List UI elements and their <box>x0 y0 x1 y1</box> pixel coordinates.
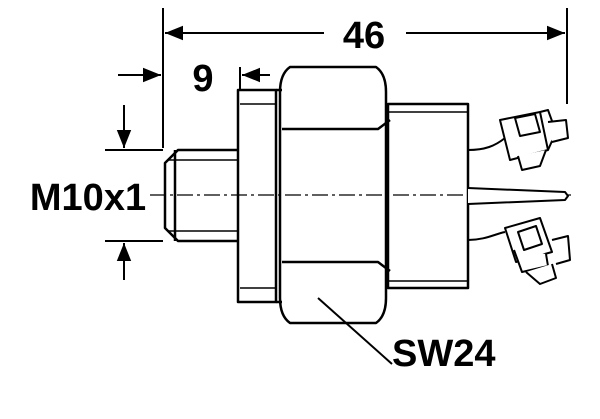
wrench-size-label: SW24 <box>392 333 495 375</box>
terminals <box>467 109 571 285</box>
thread-length-label: 9 <box>192 58 213 100</box>
extension-lines <box>105 8 568 242</box>
wrench-size-leader <box>317 297 393 365</box>
dimension-46: 46 <box>165 15 565 57</box>
switch-body <box>163 65 470 325</box>
dimension-9: 9 <box>118 58 270 100</box>
thread-size-label: M10x1 <box>30 177 146 219</box>
overall-length-label: 46 <box>343 15 385 57</box>
